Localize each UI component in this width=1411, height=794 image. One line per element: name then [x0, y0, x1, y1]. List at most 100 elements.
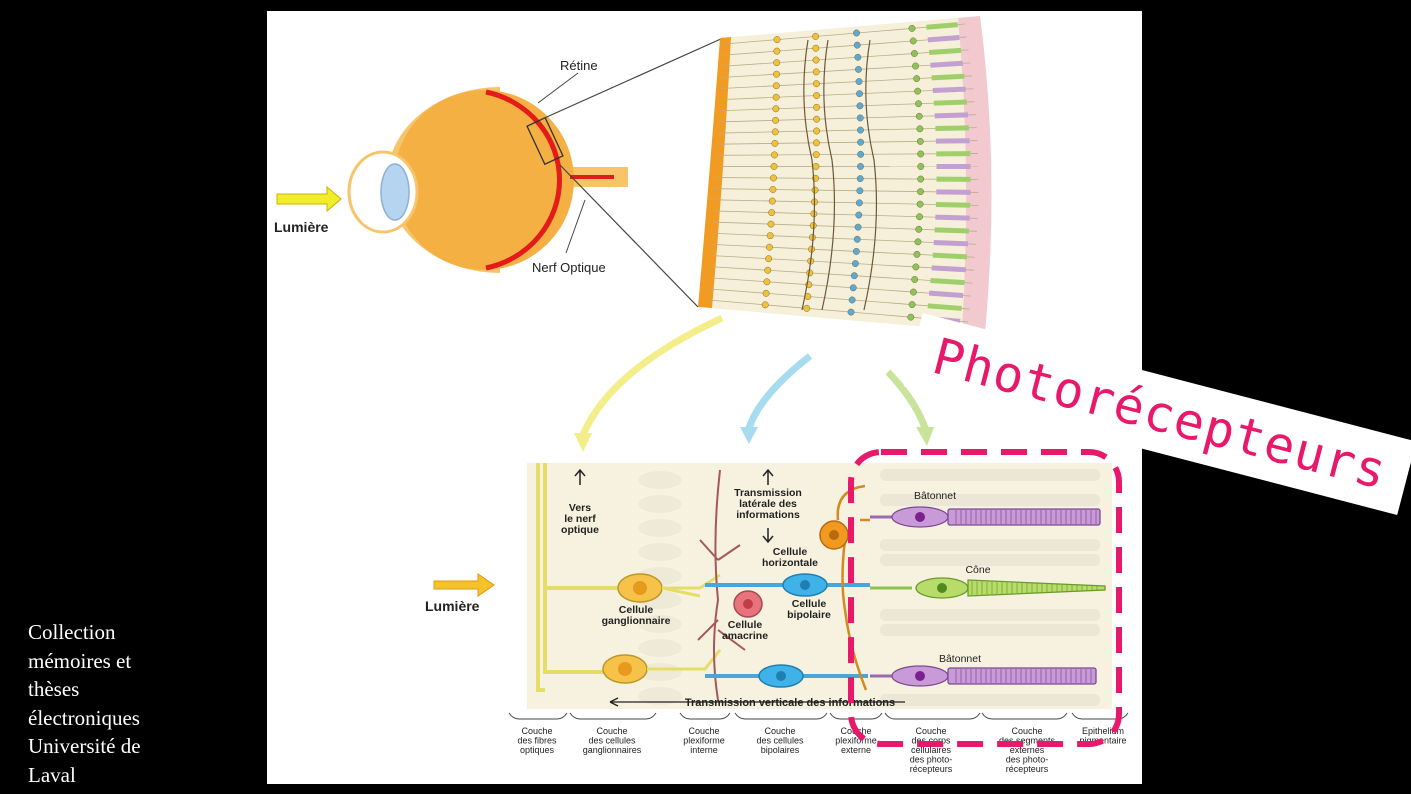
section-cell	[771, 128, 779, 136]
section-cell	[812, 56, 820, 64]
arrow-bipolar-head-icon	[740, 427, 758, 444]
section-cell	[915, 112, 923, 120]
faded-cell	[880, 469, 1100, 481]
faded-cell	[638, 495, 682, 513]
faded-cell	[638, 687, 682, 705]
section-cell-column	[708, 288, 970, 310]
section-cell	[916, 200, 924, 208]
layer-brackets	[508, 712, 1129, 720]
section-cell	[912, 62, 920, 70]
section-cell	[847, 308, 855, 316]
faded-cell	[880, 539, 1100, 551]
faded-cell	[880, 609, 1100, 621]
section-cell	[909, 288, 917, 296]
section-cell	[857, 138, 865, 146]
section-cell	[812, 163, 820, 170]
section-cell-column	[721, 62, 971, 78]
optic-fibers	[536, 463, 620, 692]
section-photoreceptor	[928, 47, 962, 56]
light-label-eye: Lumière	[274, 219, 329, 235]
vertical-transmission-arrow-icon	[609, 697, 905, 707]
section-cell	[772, 82, 780, 90]
credit-line: mémoires et	[28, 648, 132, 673]
rod-bottom-nucleus	[915, 671, 925, 681]
lateral-arrows-icon	[762, 468, 774, 544]
section-cell	[850, 272, 858, 280]
faded-cell	[880, 694, 1100, 706]
faded-cell	[880, 554, 1100, 566]
section-cell	[855, 78, 863, 85]
faded-cell	[638, 471, 682, 489]
section-photoreceptor	[927, 303, 962, 311]
section-cell	[773, 70, 780, 78]
retina-line	[485, 89, 563, 271]
section-photoreceptor	[933, 99, 967, 106]
section-cell	[812, 32, 820, 40]
section-cell	[857, 163, 864, 170]
section-cell	[851, 260, 859, 268]
retina-zoom-box	[526, 116, 564, 166]
credit-line: Collection	[28, 620, 116, 644]
arrow-ganglion-curve	[579, 314, 724, 437]
section-cell	[772, 116, 780, 124]
rod-top-nucleus	[915, 512, 925, 522]
section-cell	[917, 163, 925, 170]
section-cell	[857, 126, 864, 134]
section-cell-column	[717, 153, 979, 156]
retina-label: Rétine	[560, 58, 598, 73]
retina-section	[698, 16, 992, 332]
section-cell	[767, 220, 775, 228]
credit-block: Collection mémoires et thèses électroniques…	[28, 618, 228, 790]
section-photoreceptor	[935, 202, 971, 208]
layer-bracket	[569, 712, 657, 720]
section-cell-column	[711, 243, 975, 258]
layer-bracket	[829, 712, 883, 720]
credit-line: Laval	[28, 762, 76, 787]
credit-line: thèses	[28, 677, 80, 702]
section-cell	[916, 125, 924, 133]
credit-line: électroniques	[28, 705, 140, 730]
section-cell	[762, 289, 770, 297]
section-cell	[914, 87, 922, 95]
horizontal-processes	[836, 484, 870, 691]
section-photoreceptor	[932, 252, 968, 260]
section-cell	[771, 139, 779, 147]
section-pigment-band	[958, 16, 992, 332]
section-cell	[915, 225, 923, 233]
section-cell	[812, 44, 820, 52]
vertical-transmission-label: Transmission verticale des informations	[685, 697, 895, 709]
section-cell-column	[720, 88, 974, 101]
photoreceptor-highlight-box	[848, 449, 1122, 747]
section-cell-column	[718, 127, 977, 134]
section-cell	[855, 65, 862, 73]
section-cell	[908, 301, 916, 309]
zoom-line-top	[539, 37, 724, 121]
section-cell	[912, 263, 920, 271]
section-cell-column	[709, 277, 972, 297]
eyeball-shape	[394, 90, 574, 270]
section-cell	[766, 232, 774, 240]
section-cell	[770, 163, 778, 170]
section-cell	[856, 175, 864, 183]
faded-cell	[880, 494, 1100, 506]
horizontal-nucleus	[829, 530, 839, 540]
section-cell	[768, 197, 776, 205]
layer-bracket	[734, 712, 828, 720]
arrow-ganglion-head-icon	[574, 433, 592, 452]
layer-bracket	[508, 712, 568, 720]
ganglion-nucleus-bottom	[618, 662, 632, 676]
section-cell	[907, 313, 915, 321]
section-cell	[853, 235, 861, 243]
light-arrow-detail-icon	[433, 573, 495, 597]
section-cell-column	[721, 75, 972, 89]
section-cell	[856, 90, 863, 98]
section-cell-column	[712, 232, 977, 245]
section-cell	[813, 115, 821, 123]
section-cell	[909, 37, 917, 45]
